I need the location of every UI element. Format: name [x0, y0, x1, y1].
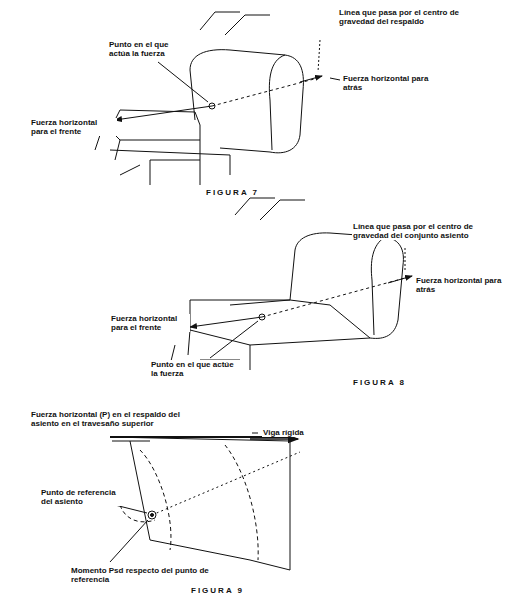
line-label: Línea que pasa por el centro de gravedad…	[338, 8, 470, 26]
force-label: Fuerza horizontal para el frente	[30, 118, 117, 136]
force-label: Fuerza horizontal para el frente	[110, 314, 190, 332]
figure-title: FIGURA 9	[190, 586, 245, 595]
force-label: Fuerza horizontal para atrás	[342, 74, 444, 92]
moment-label: Momento Psd respecto del punto de refere…	[70, 566, 222, 584]
part-label: Viga rígida	[262, 428, 305, 437]
part-label: Punto de referencia del asiento	[40, 488, 122, 506]
figure-title: FIGURA 7	[205, 188, 260, 197]
figure-title: FIGURA 8	[352, 378, 407, 387]
force-label: Fuerza horizontal (P) en el respaldo del…	[30, 410, 202, 428]
figure-7-seat	[95, 12, 303, 185]
leader-label: Punto en el que actúa la fuerza	[108, 40, 190, 58]
force-label: Fuerza horizontal para atrás	[415, 276, 507, 294]
line-label: Línea que pasa por el centro de gravedad…	[352, 222, 494, 240]
figure-9-seat	[110, 437, 290, 570]
leader-label: Punto en el que actúe la fuerza	[150, 360, 242, 378]
